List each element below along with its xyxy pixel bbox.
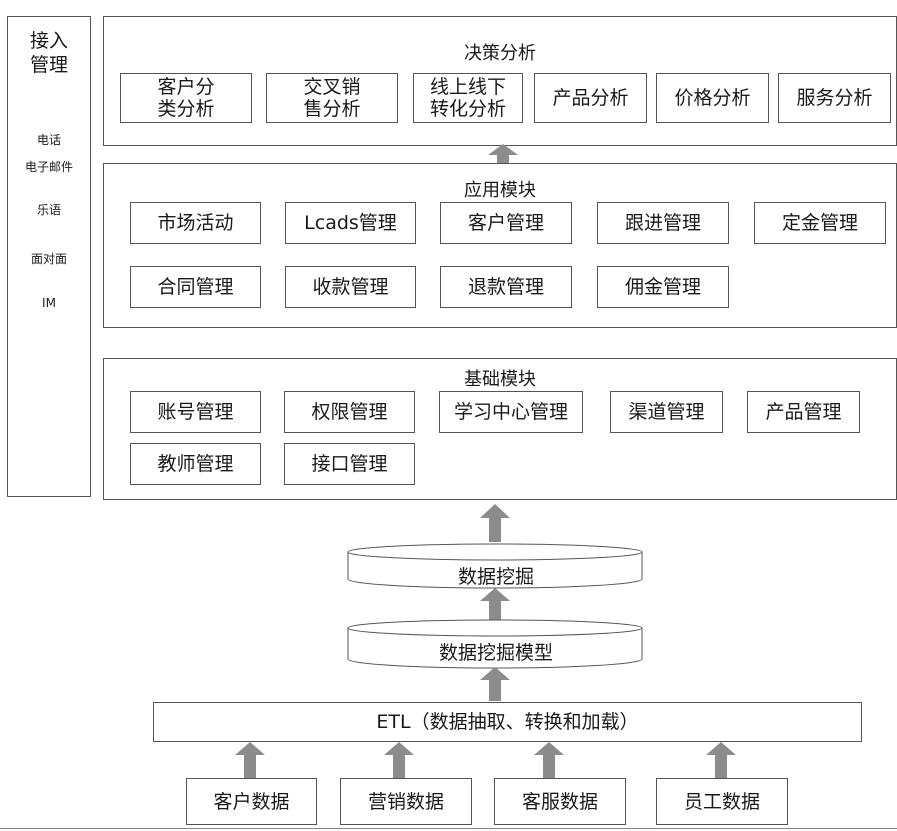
app-refund-management: 退款管理 xyxy=(440,266,572,308)
access-item-im: IM xyxy=(42,296,56,310)
base-permission-management: 权限管理 xyxy=(284,391,415,433)
decision-product-analysis: 产品分析 xyxy=(534,73,647,123)
data-mining-model-label: 数据挖掘模型 xyxy=(438,642,553,664)
data-mining-label: 数据挖掘 xyxy=(457,566,534,588)
arrow-up-icon xyxy=(488,144,518,166)
app-payment-management: 收款管理 xyxy=(285,266,416,308)
arrow-up-icon xyxy=(480,504,510,542)
etl-bar: ETL（数据抽取、转换和加载） xyxy=(153,702,862,742)
app-commission-management: 佣金管理 xyxy=(597,266,729,308)
bottom-divider xyxy=(0,828,897,829)
app-deposit-management: 定金管理 xyxy=(754,202,886,244)
app-market-activity: 市场活动 xyxy=(130,202,261,244)
app-leads-management: Lcads管理 xyxy=(285,202,416,244)
base-account-management: 账号管理 xyxy=(130,391,261,433)
base-learning-center-management: 学习中心管理 xyxy=(439,391,583,433)
app-contract-management: 合同管理 xyxy=(130,266,261,308)
access-item-email: 电子邮件 xyxy=(24,160,73,174)
app-customer-management: 客户管理 xyxy=(440,202,572,244)
decision-cross-selling: 交叉销 售分析 xyxy=(266,73,398,123)
arrow-up-icon xyxy=(706,742,736,778)
arrow-up-icon xyxy=(384,742,414,778)
application-modules-title: 应用模块 xyxy=(464,180,536,201)
decision-online-offline: 线上线下 转化分析 xyxy=(413,73,523,123)
data-mining-cylinder xyxy=(347,543,643,589)
decision-price-analysis: 价格分析 xyxy=(656,73,769,123)
access-management-panel: 接入 管理 电话 电子邮件 乐语 面对面 IM xyxy=(7,16,91,497)
access-management-title: 接入 管理 xyxy=(29,30,68,76)
source-customer-data: 客户数据 xyxy=(186,778,317,825)
foundation-modules-title: 基础模块 xyxy=(464,369,536,390)
source-customer-service-data: 客服数据 xyxy=(494,778,626,825)
base-interface-management: 接口管理 xyxy=(284,443,415,485)
source-employee-data: 员工数据 xyxy=(656,778,788,825)
source-marketing-data: 营销数据 xyxy=(340,778,472,825)
decision-analysis-title: 决策分析 xyxy=(464,43,536,64)
arrow-up-icon xyxy=(235,742,265,778)
arrow-up-icon xyxy=(480,667,510,701)
base-product-management: 产品管理 xyxy=(747,391,860,433)
arrow-up-icon xyxy=(534,742,564,778)
arrow-up-icon xyxy=(480,588,510,622)
access-item-leyu: 乐语 xyxy=(36,203,61,217)
base-teacher-management: 教师管理 xyxy=(130,443,261,485)
data-mining-model-cylinder xyxy=(347,619,643,669)
access-item-face-to-face: 面对面 xyxy=(30,252,67,266)
base-channel-management: 渠道管理 xyxy=(610,391,723,433)
decision-service-analysis: 服务分析 xyxy=(778,73,891,123)
decision-customer-classification: 客户分 类分析 xyxy=(120,73,252,123)
app-followup-management: 跟进管理 xyxy=(597,202,729,244)
access-item-phone: 电话 xyxy=(36,133,61,147)
